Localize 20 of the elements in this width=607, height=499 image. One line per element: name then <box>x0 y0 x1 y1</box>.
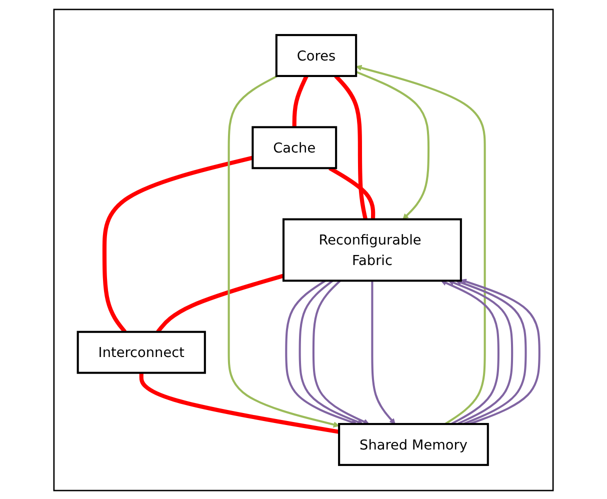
node-box: Interconnect <box>76 330 206 374</box>
arrow <box>312 279 370 424</box>
connector <box>292 74 308 127</box>
node-box: Cores <box>275 34 358 77</box>
connector <box>139 372 340 434</box>
arrow <box>285 279 358 424</box>
arrow <box>460 278 540 424</box>
arrow <box>440 280 500 424</box>
arrow <box>298 279 364 424</box>
arrow <box>356 64 486 424</box>
arrow <box>456 279 527 424</box>
node-box: Shared Memory <box>338 422 489 466</box>
node-box: Cache <box>252 126 338 169</box>
arrow <box>448 279 514 424</box>
arrow <box>356 70 430 220</box>
connector <box>334 74 368 220</box>
arrow <box>228 74 340 428</box>
arrow <box>371 280 396 424</box>
cluster <box>53 8 554 491</box>
node-box: Reconfigurable Fabric <box>282 218 462 282</box>
